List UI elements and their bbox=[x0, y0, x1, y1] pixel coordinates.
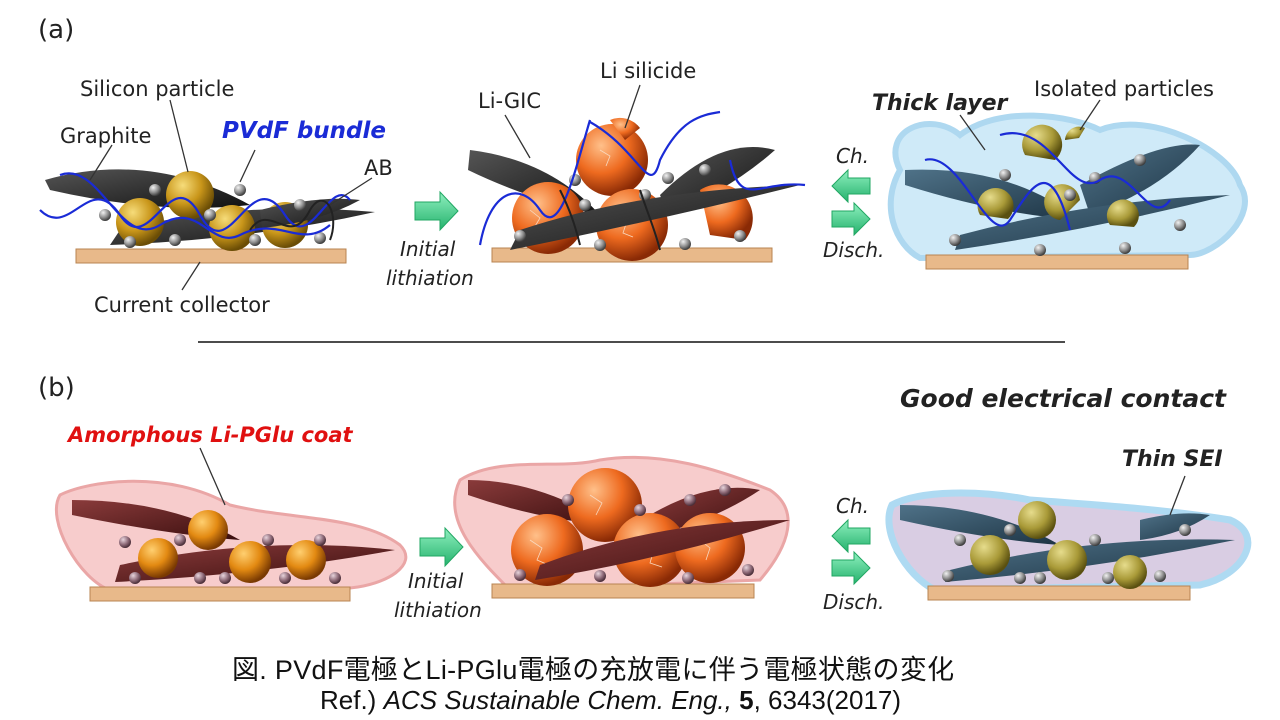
label-disch-a: Disch. bbox=[823, 238, 884, 262]
graphite-flake bbox=[535, 520, 790, 580]
label-graphite: Graphite bbox=[60, 124, 151, 148]
arrow-right-icon bbox=[831, 201, 871, 237]
silicon-particle bbox=[1018, 501, 1056, 539]
pvdf-electrode-lithiated bbox=[468, 110, 806, 263]
li-silicide-fragment bbox=[610, 117, 640, 140]
acetylene-black-particles bbox=[99, 184, 326, 248]
panel-a-tag: (a) bbox=[38, 15, 74, 45]
arrow-left-icon bbox=[831, 518, 871, 554]
label-isolated-particles: Isolated particles bbox=[1034, 77, 1214, 101]
label-thick-layer: Thick layer bbox=[872, 91, 1009, 116]
arrow-right-icon bbox=[831, 550, 871, 586]
leader-line-coat bbox=[199, 447, 226, 506]
silicon-particle bbox=[209, 205, 255, 251]
silicon-particle bbox=[286, 540, 326, 580]
silicon-particle bbox=[229, 541, 271, 583]
graphite-flake bbox=[1140, 513, 1210, 540]
label-initial-a: Initial bbox=[400, 237, 456, 261]
figure-reference: Ref.) ACS Sustainable Chem. Eng., 5, 634… bbox=[320, 685, 901, 716]
label-thin-sei: Thin SEI bbox=[1122, 447, 1223, 472]
leader-lines-a1 bbox=[89, 99, 373, 291]
label-initial-b: Initial bbox=[408, 569, 464, 593]
silicon-particle bbox=[188, 510, 228, 550]
acetylene-black-particles bbox=[942, 524, 1191, 584]
current-collector-bar bbox=[927, 585, 1191, 601]
graphite-flake bbox=[955, 195, 1230, 250]
current-collector-bar bbox=[491, 583, 755, 599]
graphite-flake bbox=[650, 487, 760, 535]
pvdf-electrode-initial bbox=[39, 169, 375, 264]
arrow-right-icon bbox=[419, 526, 464, 568]
label-pvdf-bundle: PVdF bundle bbox=[222, 118, 386, 144]
silicon-particle bbox=[138, 538, 178, 578]
graphite-flake bbox=[1080, 144, 1200, 215]
graphite-flake bbox=[945, 539, 1235, 582]
label-amorphous-coat: Amorphous Li-PGlu coat bbox=[66, 423, 354, 447]
label-li-silicide: Li silicide bbox=[600, 59, 696, 83]
ab-chain bbox=[249, 199, 335, 241]
pvdf-bundle-fibers bbox=[924, 132, 1171, 231]
silicon-particle bbox=[970, 535, 1010, 575]
label-silicon-particle: Silicon particle bbox=[80, 77, 234, 101]
graphite-flake bbox=[900, 505, 1060, 545]
silicon-particle bbox=[1047, 540, 1087, 580]
leader-lines-a2 bbox=[504, 84, 641, 159]
pvdf-bundle-fibers bbox=[39, 172, 351, 239]
silicon-particle bbox=[166, 171, 214, 219]
silicon-particle bbox=[116, 198, 164, 246]
acetylene-black-particles bbox=[949, 154, 1186, 256]
panel-b-tag: (b) bbox=[38, 373, 75, 403]
pglu-electrode-cycled bbox=[885, 489, 1252, 601]
li-silicide-particle bbox=[568, 468, 642, 542]
arrow-right-icon bbox=[414, 190, 459, 232]
label-disch-b: Disch. bbox=[823, 590, 884, 614]
ab-chain bbox=[559, 189, 661, 251]
label-current-collector: Current collector bbox=[94, 293, 270, 317]
arrow-left-icon bbox=[831, 168, 871, 204]
label-lithiation-b: lithiation bbox=[394, 598, 482, 622]
silicon-particle bbox=[1113, 555, 1147, 589]
label-lithiation-a: lithiation bbox=[386, 266, 474, 290]
label-li-gic: Li-GIC bbox=[478, 89, 541, 113]
acetylene-black-particles bbox=[119, 534, 341, 584]
leader-lines-a3 bbox=[959, 99, 1101, 151]
label-ab: AB bbox=[364, 156, 393, 180]
current-collector-bar bbox=[75, 248, 347, 264]
pvdf-electrode-cycled bbox=[887, 112, 1248, 270]
acetylene-black-particles bbox=[514, 484, 754, 584]
label-good-electrical-contact: Good electrical contact bbox=[900, 384, 1227, 413]
reference-prefix: Ref.) bbox=[320, 685, 384, 715]
current-collector-bar bbox=[89, 586, 351, 602]
leader-line-thin-sei bbox=[1169, 475, 1186, 516]
reference-pages-year: , 6343(2017) bbox=[753, 685, 902, 715]
pglu-electrode-lithiated bbox=[453, 455, 790, 599]
label-ch-a: Ch. bbox=[836, 144, 869, 168]
reference-volume: 5 bbox=[739, 685, 754, 715]
reference-journal: ACS Sustainable Chem. Eng., bbox=[383, 685, 732, 715]
figure-caption: 図. PVdF電極とLi-PGlu電極の充放電に伴う電極状態の変化 bbox=[232, 655, 955, 685]
label-ch-b: Ch. bbox=[836, 494, 869, 518]
graphite-flake bbox=[510, 185, 800, 250]
graphite-flake bbox=[260, 198, 360, 228]
current-collector-bar bbox=[925, 254, 1189, 270]
pglu-electrode-initial bbox=[54, 479, 408, 602]
pvdf-bundle-fibers bbox=[478, 110, 806, 246]
li-silicide-particle bbox=[576, 124, 648, 196]
